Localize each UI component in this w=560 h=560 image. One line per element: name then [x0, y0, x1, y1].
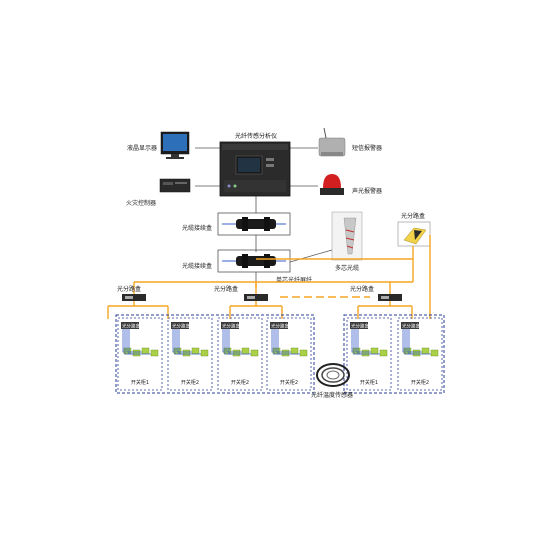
fiber-sensing-analyzer: 光纤传感分析仪: [219, 132, 291, 197]
sensor-point: [361, 349, 370, 357]
sensor-point: [281, 349, 290, 357]
sensor-point: [430, 349, 439, 357]
sms-alarm-label: 短信报警器: [352, 144, 382, 152]
branch-fiber-line: [277, 329, 300, 355]
sensor-point: [191, 347, 200, 355]
branch-fiber-line: [357, 329, 380, 355]
inner-splitter-label: 光分路盒: [172, 323, 190, 330]
inner-splitter-label: 光分路盒: [351, 323, 369, 330]
inner-splitter-label: 光分路盒: [271, 323, 289, 330]
cabinet-border: [397, 317, 443, 391]
inner-splitter-label: 光分路盒: [402, 323, 420, 330]
branch-fiber-line: [178, 329, 201, 355]
sensor-point: [299, 349, 308, 357]
sensor-point: [241, 347, 250, 355]
cabinet-label: 开关柜1: [360, 379, 378, 386]
branch-fiber-line: [271, 329, 273, 353]
cable-connector-box-1: 光缆接续盒: [182, 212, 291, 236]
connector-2-label: 光缆接续盒: [182, 262, 212, 270]
branch-fiber-line: [122, 329, 124, 353]
trunk-splitter-1: 光分路盒: [117, 285, 146, 301]
connection-lines-top: [195, 147, 318, 288]
sensor-point: [412, 349, 421, 357]
lcd-monitor: 液晶显示器: [127, 131, 190, 159]
monitor-label: 液晶显示器: [127, 144, 157, 152]
sensor-point: [150, 349, 159, 357]
branch-fiber-line: [355, 329, 371, 353]
cabinet-group-left: [115, 314, 315, 394]
cabinet-label: 开关柜2: [181, 379, 199, 386]
multicore-cable-label: 单芯光纤屏纤: [276, 276, 312, 284]
remote-splitter: 光分路盒: [397, 212, 431, 259]
trunk-splitter-3: 光分路盒: [350, 285, 402, 301]
cabinet-label: 开关柜2: [231, 379, 249, 386]
cabinet-group-right: [343, 314, 445, 394]
orange-fiber-trunk: [107, 235, 431, 319]
branch-fiber-line: [176, 329, 192, 353]
branch-fiber-line: [126, 329, 142, 353]
inner-splitter-label: 光分路盒: [122, 323, 140, 330]
sensor-point: [370, 347, 379, 355]
cabinet-label: 开关柜2: [411, 379, 429, 386]
branch-fiber-line: [226, 329, 242, 353]
inner-splitter-box: [401, 322, 419, 329]
inner-splitter-box: [171, 322, 189, 329]
trunk-splitter-1-label: 光分路盒: [117, 285, 141, 293]
sensor-point: [421, 347, 430, 355]
sensor-point: [250, 349, 259, 357]
fiber-temperature-sensor: 光纤温度传感器: [311, 363, 353, 399]
cabinet-border: [217, 317, 263, 391]
branch-fiber-line: [228, 329, 251, 355]
sensor-point: [200, 349, 209, 357]
branch-fiber-line: [408, 329, 431, 355]
sensor-point: [290, 347, 299, 355]
fire-controller: 火灾控制器: [126, 178, 191, 207]
switch-cabinets: 光分路盒开关柜1光分路盒开关柜2光分路盒开关柜2光分路盒开关柜2光分路盒开关柜1…: [115, 314, 445, 394]
branch-fiber-line: [172, 329, 174, 353]
inner-splitter-box: [221, 322, 239, 329]
branch-fiber-line: [402, 329, 404, 353]
sensor-point: [232, 349, 241, 357]
cabinet-label: 开关柜2: [280, 379, 298, 386]
sms-alarm: 短信报警器: [318, 127, 382, 157]
sensor-point: [182, 349, 191, 357]
sound-light-alarm-label: 声光报警器: [352, 187, 382, 195]
analyzer-title: 光纤传感分析仪: [235, 132, 277, 140]
sensor-label: 光纤温度传感器: [311, 391, 353, 399]
branch-fiber-line: [275, 329, 291, 353]
cabinet-label: 开关柜1: [131, 379, 149, 386]
branch-fiber-line: [222, 329, 224, 353]
cabinet-border: [346, 317, 392, 391]
trunk-splitter-3-label: 光分路盒: [350, 285, 374, 293]
sensor-point: [141, 347, 150, 355]
multicore-cable-device: 多芯光缆: [289, 211, 363, 272]
cable-connector-box-2: 光缆接续盒: [182, 249, 291, 273]
sound-light-alarm: 声光报警器: [320, 174, 382, 195]
branch-fiber-line: [351, 329, 353, 353]
fire-controller-label: 火灾控制器: [126, 199, 156, 207]
trunk-splitter-2-label: 光分路盒: [214, 285, 238, 293]
inner-splitter-box: [121, 322, 139, 329]
inner-splitter-label: 光分路盒: [222, 323, 240, 330]
trunk-splitter-2: 光分路盒: [214, 285, 268, 301]
cabinet-border: [167, 317, 213, 391]
multicore-device-label: 多芯光缆: [335, 264, 359, 272]
inner-splitter-box: [270, 322, 288, 329]
branch-fiber-line: [406, 329, 422, 353]
cabinet-border: [117, 317, 163, 391]
inner-splitter-box: [350, 322, 368, 329]
remote-splitter-label: 光分路盒: [401, 212, 425, 220]
cabinet-border: [266, 317, 312, 391]
connector-1-label: 光缆接续盒: [182, 224, 212, 232]
sensor-point: [132, 349, 141, 357]
branch-fiber-line: [128, 329, 151, 355]
sensor-point: [379, 349, 388, 357]
